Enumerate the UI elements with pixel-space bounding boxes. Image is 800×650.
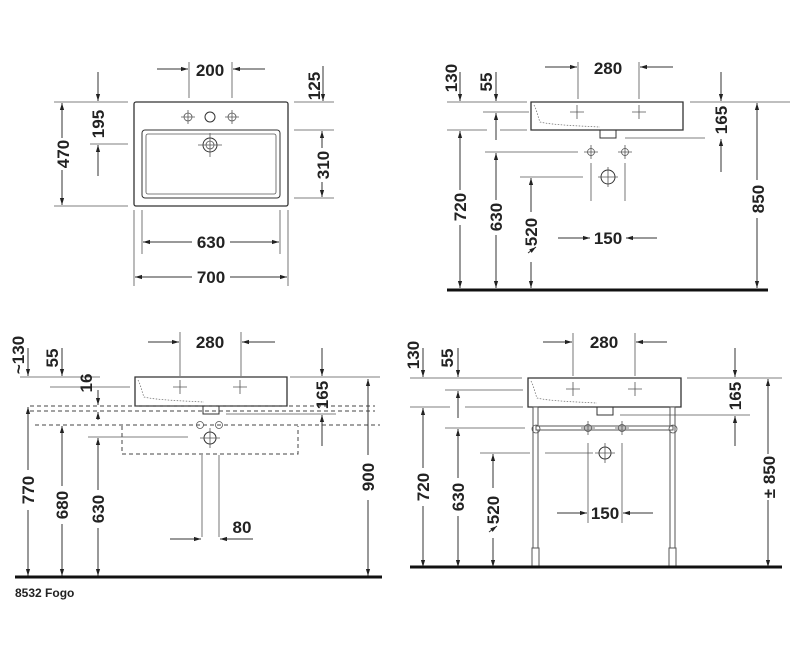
dim-280: 280	[594, 59, 622, 78]
dim-720: 720	[451, 193, 470, 221]
dim-700: 700	[197, 268, 225, 287]
dim-195: 195	[89, 110, 108, 138]
dim-770: 770	[19, 476, 38, 504]
dim-55: 55	[43, 349, 62, 368]
basin-outline	[133, 101, 289, 207]
dim-125: 125	[305, 72, 324, 100]
dim-130-approx: ~130	[9, 336, 28, 374]
dim-630-width: 630	[197, 233, 225, 252]
dim-16: 16	[77, 374, 96, 393]
dim-470: 470	[54, 140, 73, 168]
dim-130: 130	[442, 64, 461, 92]
metal-stand	[531, 406, 678, 569]
side-stand-view: 280 130 55 165 720 630 520 150 ± 850	[404, 333, 782, 569]
drain-icon	[198, 133, 222, 157]
arrow-icon	[488, 525, 498, 533]
dim-150: 150	[591, 504, 619, 523]
basin-side-outline	[527, 377, 682, 408]
dim-850-approx: ± 850	[760, 456, 779, 498]
dim-55: 55	[438, 349, 457, 368]
tap-hole-icon	[570, 105, 646, 119]
supply-valve-icon	[584, 145, 632, 159]
drain-outlet-icon	[595, 443, 615, 463]
model-caption: 8532 Fogo	[15, 586, 74, 600]
dim-520: 520	[522, 218, 541, 246]
drain-outlet-icon	[200, 428, 220, 448]
dim-165: 165	[313, 381, 332, 409]
dim-720: 720	[414, 473, 433, 501]
basin-side-outline	[134, 376, 288, 407]
dim-280: 280	[196, 333, 224, 352]
dim-900: 900	[359, 463, 378, 491]
dim-55: 55	[477, 73, 496, 92]
side-furniture-view: 280 ~130 55 16 165 770 680 630 80 900 85…	[9, 332, 382, 600]
dim-850: 850	[749, 185, 768, 213]
dim-680: 680	[53, 491, 72, 519]
dim-200: 200	[196, 61, 224, 80]
dim-150: 150	[594, 229, 622, 248]
dim-630: 630	[89, 495, 108, 523]
dim-130: 130	[404, 341, 423, 369]
drain-outlet-icon	[598, 167, 618, 187]
dim-165: 165	[712, 106, 731, 134]
supply-valve-icon	[581, 421, 629, 435]
tap-hole-icon	[181, 110, 239, 124]
dim-280: 280	[590, 333, 618, 352]
dim-310: 310	[314, 151, 333, 179]
dim-80: 80	[233, 518, 252, 537]
basin-side-outline	[530, 101, 684, 131]
top-view: 200 125 195 470 310 630 700	[54, 61, 334, 287]
dim-630: 630	[449, 483, 468, 511]
dim-520: 520	[484, 496, 503, 524]
side-wall-view: 280 130 55 165 720 630 520 150 850	[442, 59, 790, 292]
supply-valve-icon	[196, 421, 223, 429]
bowl-outline	[141, 129, 281, 199]
dim-165: 165	[726, 382, 745, 410]
dim-630: 630	[487, 203, 506, 231]
arrow-icon	[527, 246, 537, 254]
